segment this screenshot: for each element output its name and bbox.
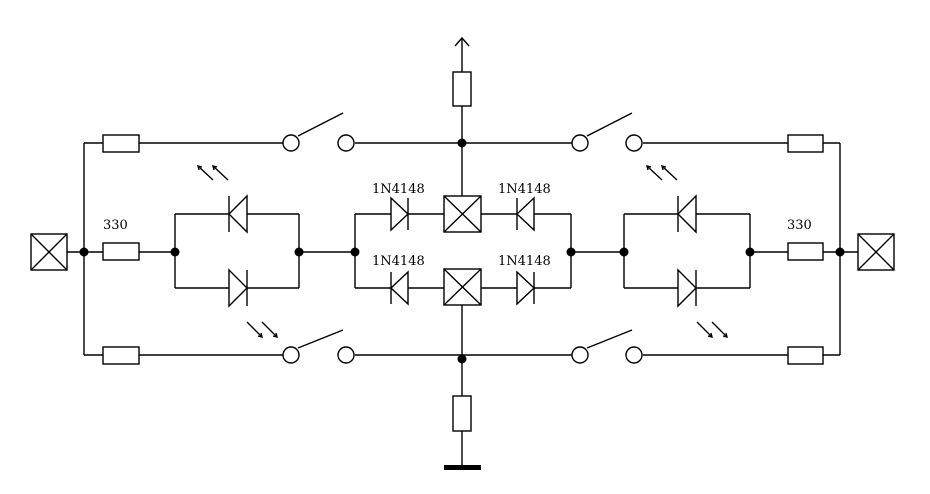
label-resistor-right: 330 bbox=[787, 218, 812, 233]
right-led-bridge bbox=[623, 165, 751, 338]
resistor-bottom-center bbox=[452, 395, 472, 432]
resistor-top-right bbox=[787, 134, 824, 153]
resistor-mid-left bbox=[102, 242, 140, 261]
led-bottom-left bbox=[228, 268, 248, 308]
left-led-bridge bbox=[174, 165, 300, 338]
led-top-right bbox=[677, 194, 697, 234]
resistor-top-left bbox=[102, 134, 140, 153]
label-diode-top-right: 1N4148 bbox=[498, 182, 551, 197]
connector-top-center bbox=[443, 195, 482, 233]
label-resistor-left: 330 bbox=[103, 218, 128, 233]
diode-1n4148-bottom-right bbox=[516, 270, 536, 306]
ground-bar bbox=[444, 465, 481, 470]
led-bottom-right bbox=[677, 268, 697, 308]
emit-arrows-right bbox=[646, 165, 678, 181]
emit-arrows-left bbox=[197, 165, 229, 181]
diode-1n4148-top-right bbox=[515, 196, 535, 232]
central-diode-bridge bbox=[354, 195, 572, 306]
terminal-left bbox=[30, 233, 68, 271]
label-diode-bottom-right: 1N4148 bbox=[498, 254, 551, 269]
terminal-right bbox=[857, 233, 895, 271]
resistor-bottom-right bbox=[787, 346, 824, 365]
switch-bottom-right bbox=[571, 329, 643, 364]
supply-arrow-icon bbox=[454, 36, 470, 55]
label-diode-top-left: 1N4148 bbox=[372, 182, 425, 197]
switch-bottom-left bbox=[282, 329, 355, 364]
diode-1n4148-bottom-left bbox=[389, 270, 409, 306]
label-diode-bottom-left: 1N4148 bbox=[372, 254, 425, 269]
junction-dots bbox=[79, 138, 845, 364]
receive-arrows-right bbox=[696, 321, 728, 338]
led-top-left bbox=[228, 194, 248, 234]
diode-1n4148-top-left bbox=[390, 196, 410, 232]
resistor-bottom-left bbox=[102, 346, 140, 365]
connector-bottom-center bbox=[443, 268, 482, 306]
resistor-top-center bbox=[452, 71, 472, 107]
receive-arrows-left bbox=[246, 321, 278, 338]
switch-top-left bbox=[282, 112, 355, 152]
switch-top-right bbox=[571, 112, 643, 152]
wires bbox=[67, 55, 858, 467]
resistor-mid-right bbox=[787, 242, 824, 261]
